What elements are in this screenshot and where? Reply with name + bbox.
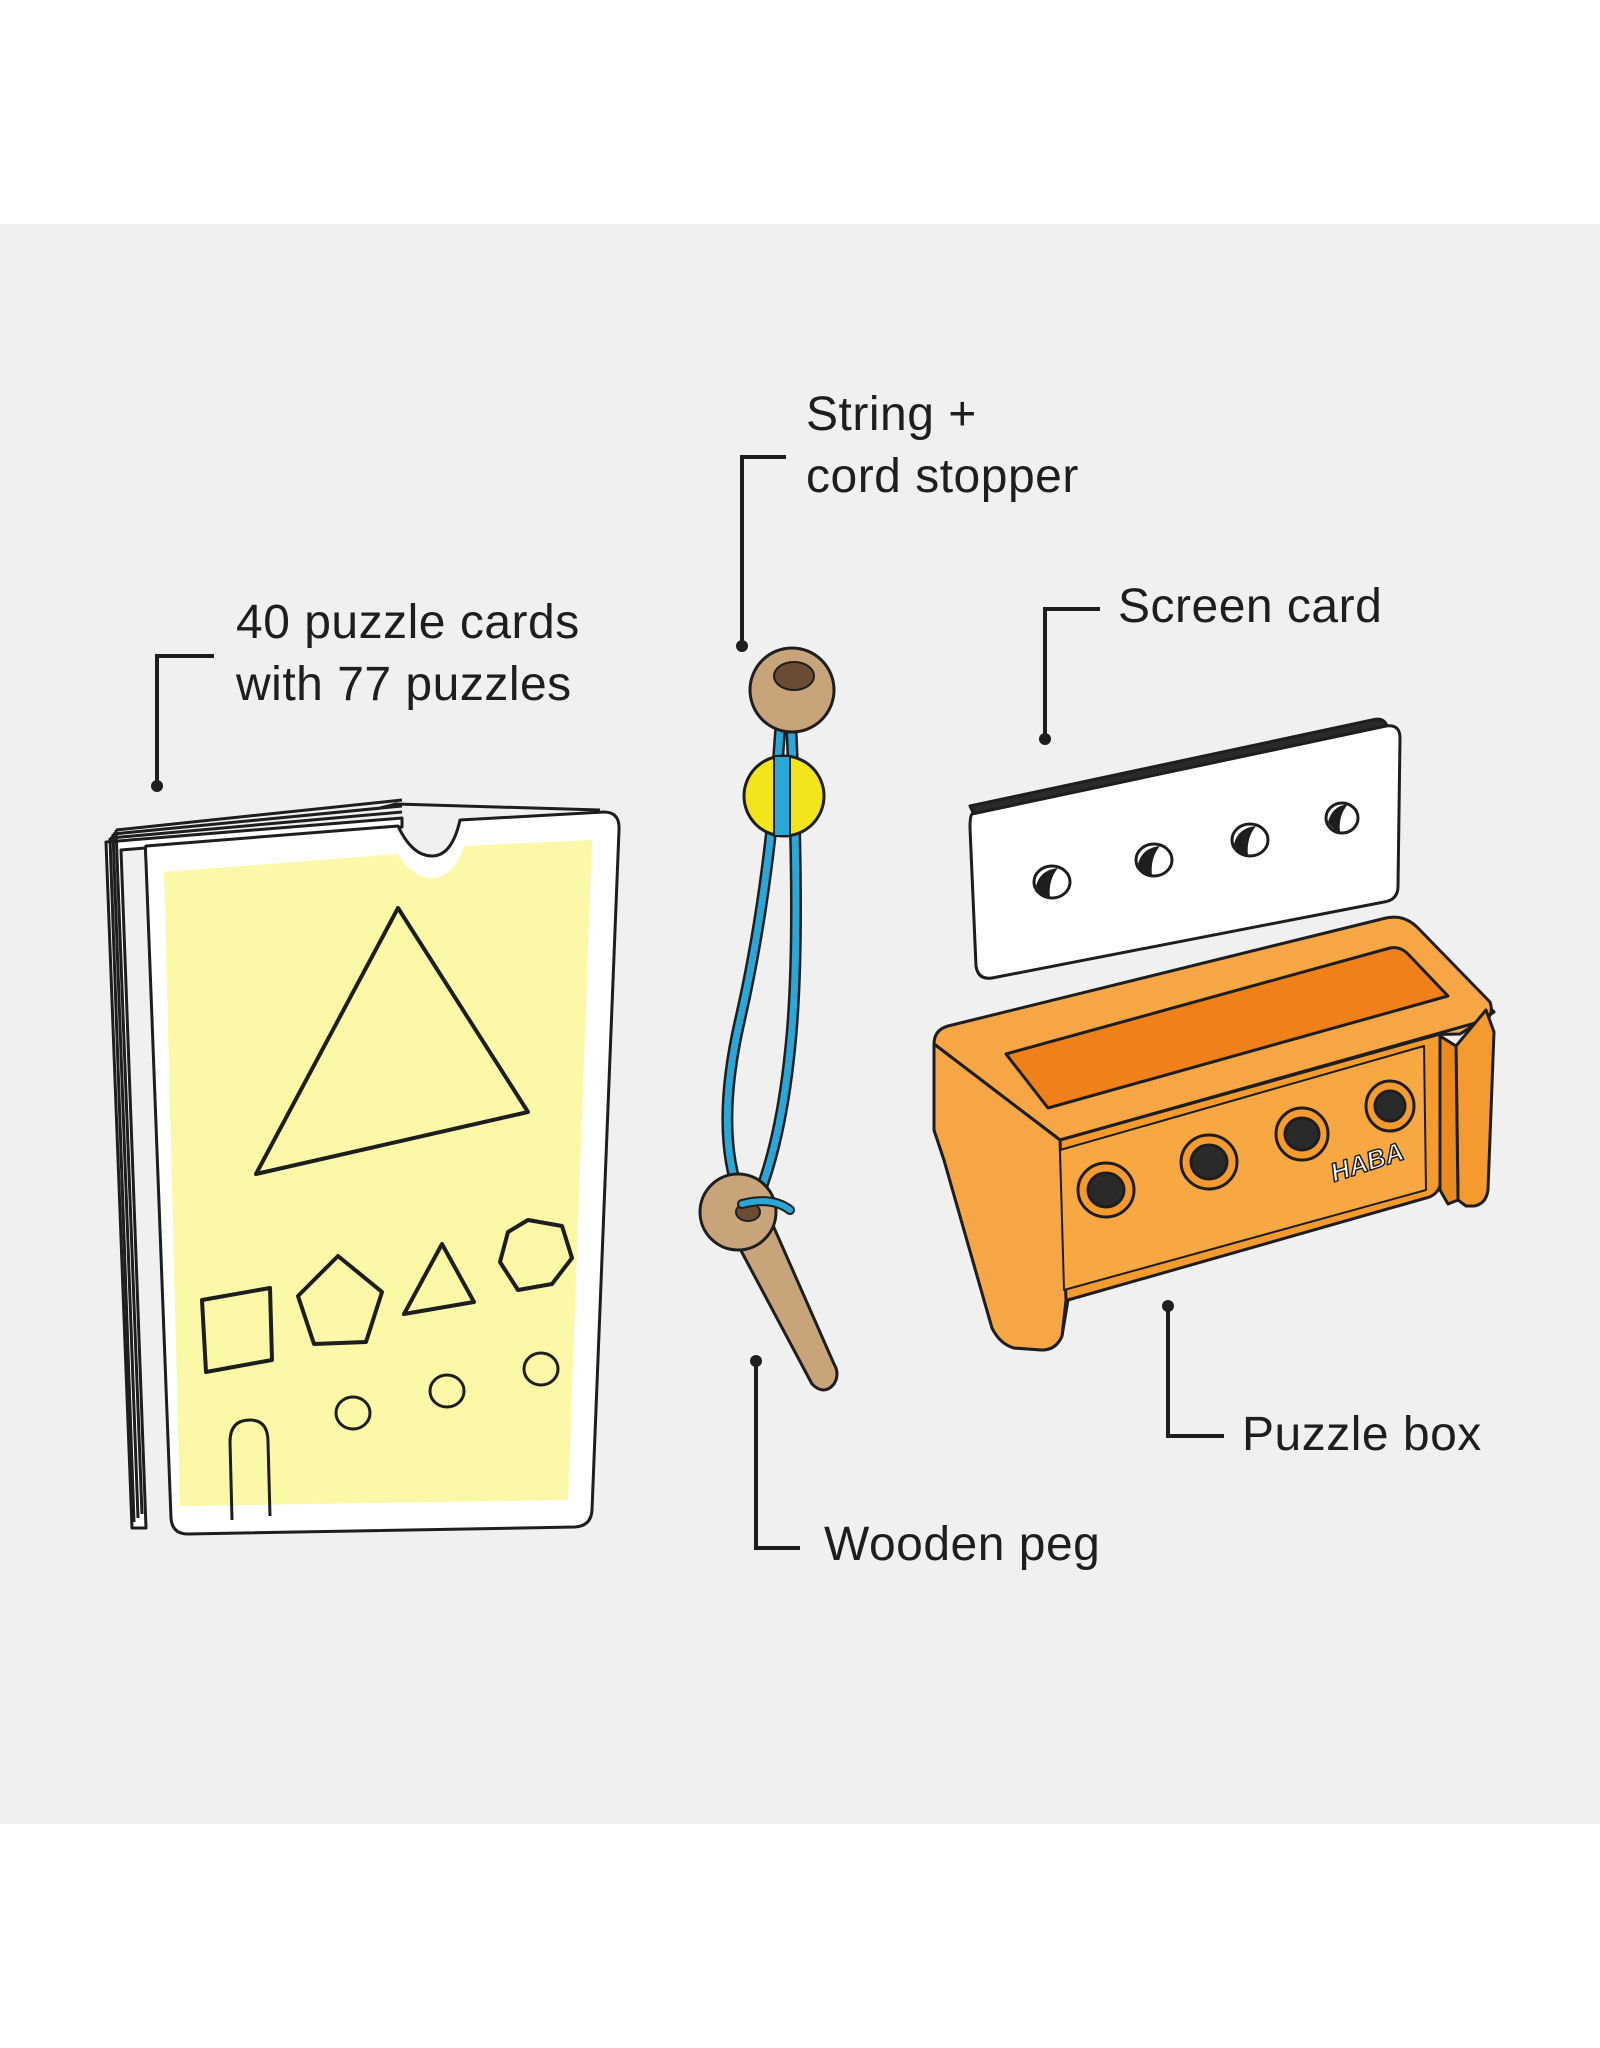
small-triangle-shape bbox=[402, 1242, 476, 1316]
leader-cards-dot bbox=[151, 780, 163, 792]
leader-peg bbox=[754, 1360, 800, 1550]
leader-peg-dot bbox=[750, 1355, 762, 1367]
hexagon-shape bbox=[498, 1218, 574, 1292]
wooden-peg-icon bbox=[698, 1172, 839, 1392]
big-triangle bbox=[254, 906, 530, 1176]
label-puzzle-cards: 40 puzzle cards with 77 puzzles bbox=[236, 592, 580, 716]
screen-card-icon bbox=[968, 717, 1402, 980]
card-hole bbox=[522, 1351, 560, 1387]
label-puzzle-box: Puzzle box bbox=[1242, 1404, 1482, 1466]
card-hole bbox=[334, 1395, 372, 1431]
leader-screen bbox=[1043, 607, 1100, 740]
leader-string bbox=[740, 455, 786, 647]
screen-card-face bbox=[968, 724, 1402, 980]
screen-holes bbox=[1032, 801, 1360, 900]
leader-lines bbox=[151, 455, 1224, 1550]
label-string-line2: cord stopper bbox=[806, 450, 1079, 503]
label-string-line1: String + bbox=[806, 388, 977, 441]
pentagon-shape bbox=[296, 1254, 384, 1346]
label-screen-text: Screen card bbox=[1118, 580, 1383, 633]
puzzle-box-icon: HABA bbox=[932, 915, 1496, 1352]
label-peg-text: Wooden peg bbox=[824, 1518, 1101, 1571]
leader-box bbox=[1166, 1304, 1224, 1438]
square-shape bbox=[200, 1286, 274, 1374]
card-hole bbox=[428, 1373, 466, 1409]
card-face bbox=[164, 840, 592, 1506]
leader-screen-dot bbox=[1039, 733, 1051, 745]
leader-cards bbox=[155, 654, 214, 788]
label-screen-card: Screen card bbox=[1118, 576, 1382, 638]
string-cord-stopper-icon bbox=[721, 646, 836, 1218]
label-wooden-peg: Wooden peg bbox=[824, 1514, 1100, 1576]
box-opening bbox=[1004, 946, 1450, 1110]
label-string-cord-stopper: String + cord stopper bbox=[806, 384, 1079, 508]
label-cards-line1: 40 puzzle cards bbox=[236, 596, 580, 649]
leader-box-dot bbox=[1162, 1300, 1174, 1312]
leader-string-dot bbox=[736, 640, 748, 652]
box-holes bbox=[1076, 1079, 1416, 1219]
puzzle-cards-icon bbox=[104, 798, 621, 1536]
label-box-text: Puzzle box bbox=[1242, 1408, 1482, 1461]
card-slot bbox=[228, 1418, 272, 1521]
label-cards-line2: with 77 puzzles bbox=[236, 658, 572, 711]
